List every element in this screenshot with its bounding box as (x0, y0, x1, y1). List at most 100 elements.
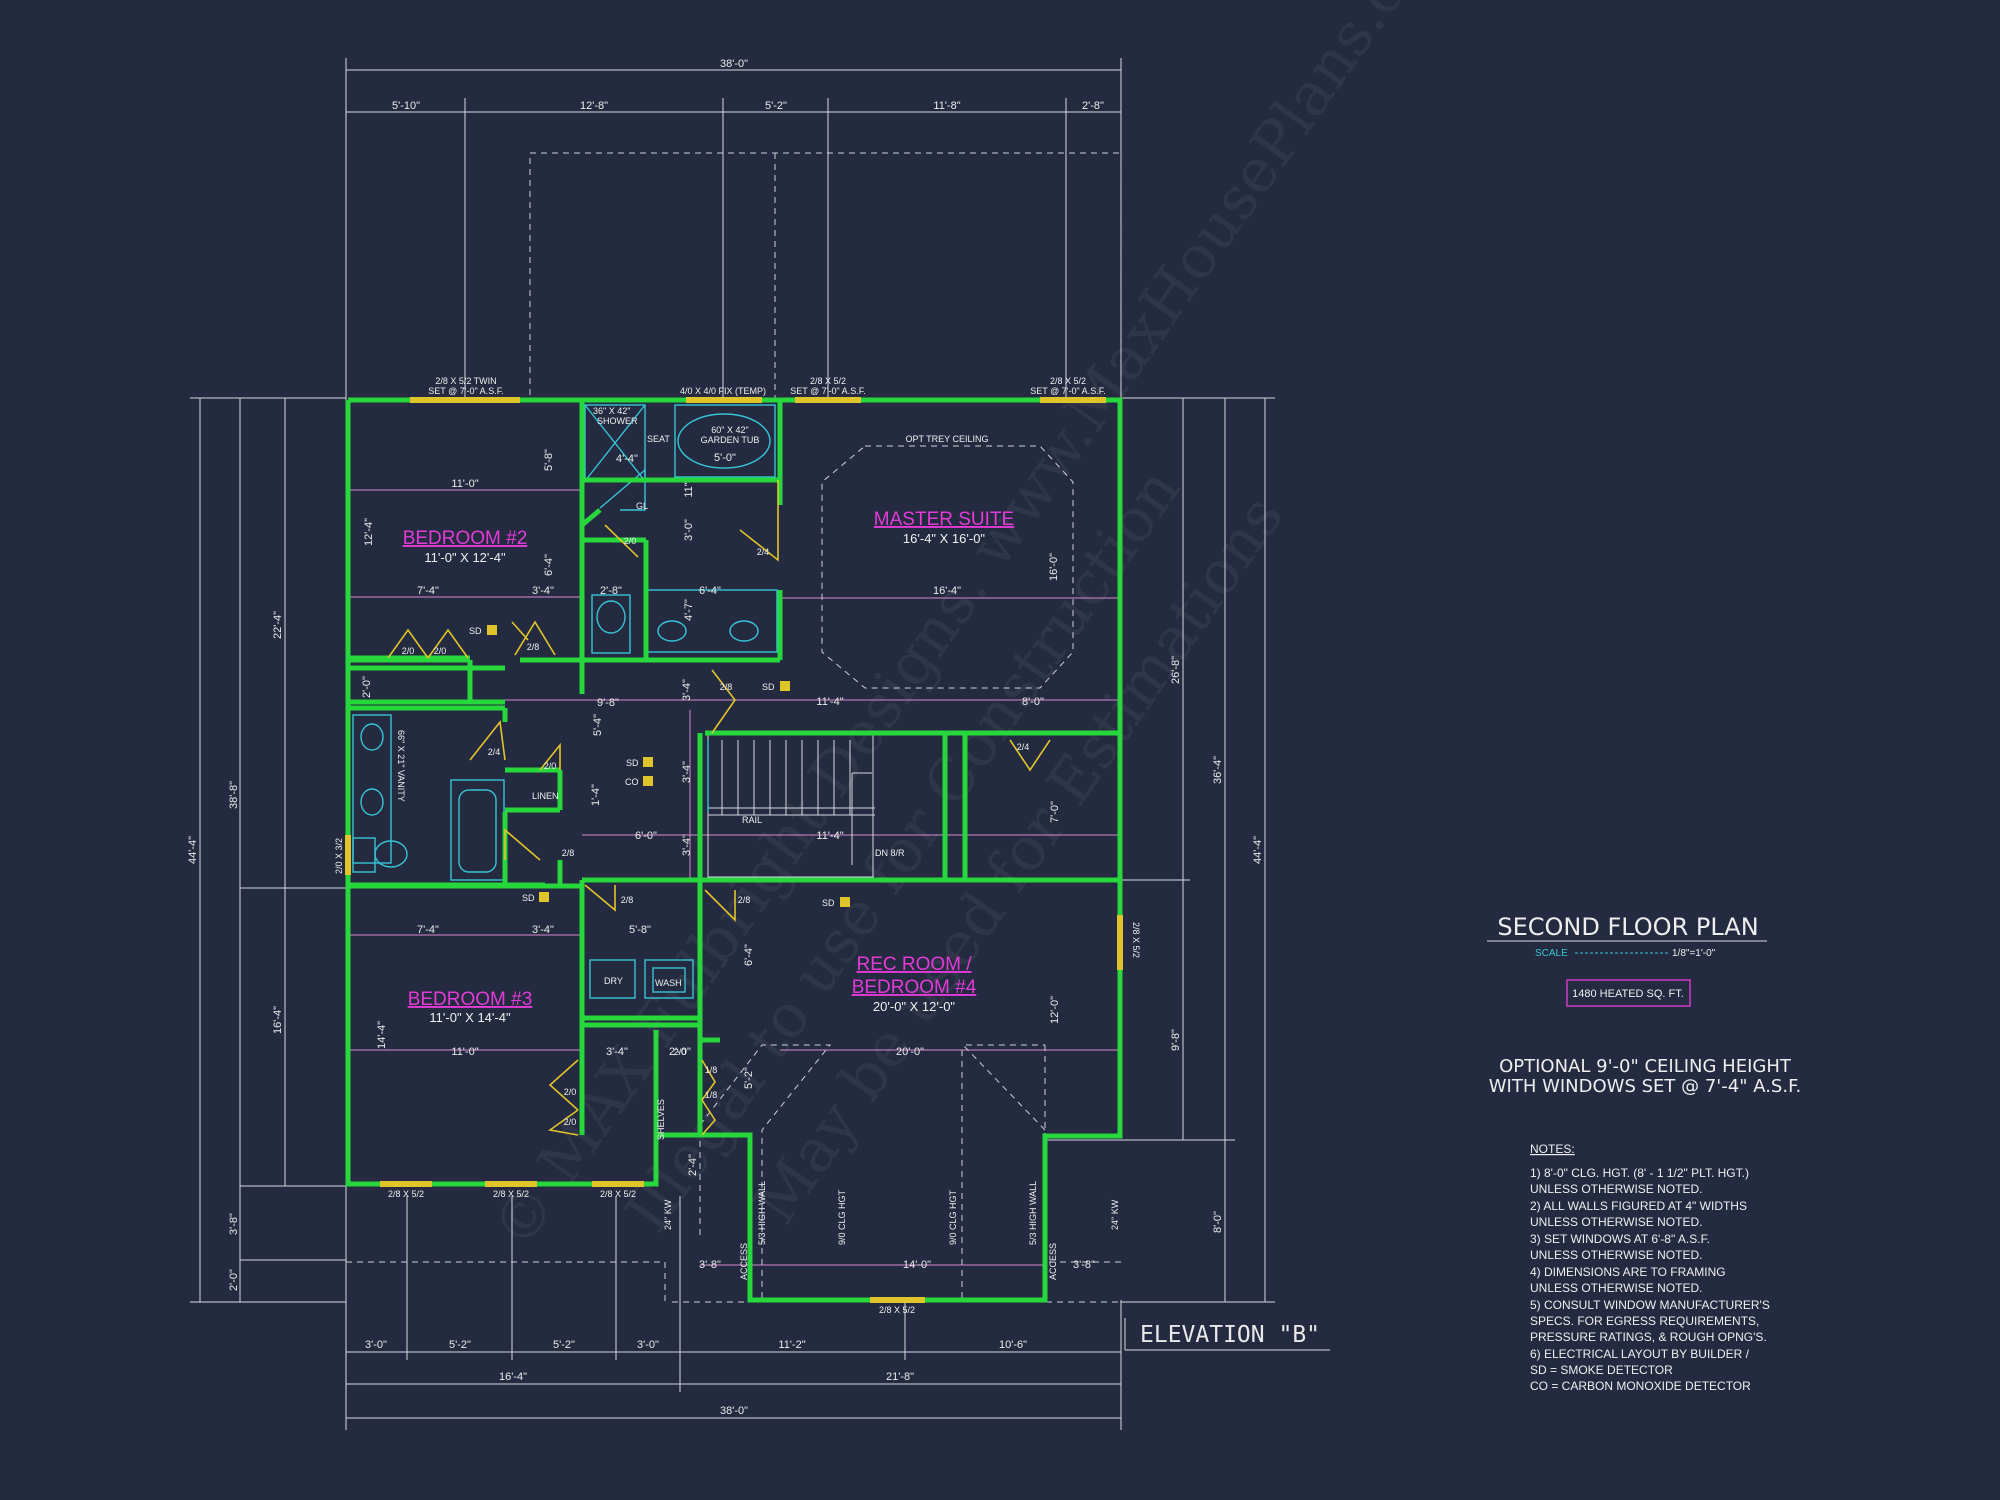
sd-label-1: SD (469, 626, 482, 636)
elevation-text: ELEVATION "B" (1140, 1322, 1320, 1348)
elevation-label: ELEVATION "B" (1124, 1318, 1330, 1351)
door-labels: 2/0 2/0 2/8 2/0 2/4 2/4 2/8 2/4 2/0 2/8 … (402, 536, 1030, 1127)
dim-bottom-a-1: 3'-0" (365, 1339, 387, 1351)
dim-l-d: 5'-2" (743, 1067, 755, 1089)
vanity-label: 66" X 21" VANITY (396, 730, 406, 802)
co-label: CO (625, 777, 639, 787)
rail-label: RAIL (742, 815, 762, 825)
clg-hgt-label-right: 9/0 CLG HGT (948, 1189, 958, 1245)
note-line-2: UNLESS OTHERWISE NOTED. (1530, 1182, 1702, 1196)
fixture-labels: 36" X 42" SHOWER SEAT 60" X 42" GARDEN T… (396, 406, 1120, 1280)
dryer-label: DRY (604, 976, 623, 986)
window-top-4-line2: SET @ 7'-0" A.S.F. (1030, 386, 1105, 396)
sd-label-3: SD (626, 758, 639, 768)
dim-b2-c: 5'-8" (543, 449, 555, 471)
area-box (1566, 979, 1691, 1007)
dim-rec-d: 14'-0" (903, 1259, 931, 1271)
plumbing-fixtures (352, 404, 778, 999)
window-right: 2/8 X 5/2 (1131, 922, 1141, 958)
title-block: SECOND FLOOR PLAN SCALE 1/8"=1'-0" 1480 … (1487, 913, 1801, 1097)
dim-bath-c: 2'-8" (600, 585, 622, 597)
window-top-2-line1: 4/0 X 4/0 FIX (TEMP) (680, 386, 766, 396)
left-dimensions: 44'-4" 38'-8" 22'-4" 16'-4" 3'-8" 2'-0" (187, 397, 346, 1303)
dim-ms-h: 16'-0" (1048, 553, 1060, 581)
window-top-4-line1: 2/8 X 5/2 (1050, 376, 1086, 386)
high-wall-label-right: 5/3 HIGH WALL (1028, 1181, 1038, 1245)
interior-dimensions: 11'-0" 12'-4" 7'-4" 3'-4" 5'-8" 6'-4" 4'… (361, 449, 1095, 1271)
dim-right-inner-3: 8'-0" (1212, 1211, 1224, 1233)
door-label-10: 2/8 (562, 848, 575, 858)
dim-left-outer: 44'-4" (187, 836, 199, 864)
note-line-6: UNLESS OTHERWISE NOTED. (1530, 1248, 1702, 1262)
dim-left-inner-2: 16'-4" (272, 1006, 284, 1034)
bedroom2-name: BEDROOM #2 (403, 528, 528, 549)
interior-dimension-lines (350, 489, 1118, 1266)
tub-label: GARDEN TUB (701, 435, 760, 445)
door-label-16: 1/8 (705, 1090, 718, 1100)
window-top-3-line2: SET @ 7'-0" A.S.F. (790, 386, 865, 396)
note-line-4: UNLESS OTHERWISE NOTED. (1530, 1215, 1702, 1229)
door-label-9: 2/0 (544, 761, 557, 771)
dim-b3-b: 3'-4" (532, 924, 554, 936)
notes-heading: NOTES: (1530, 1142, 1575, 1156)
top-dimensions: 38'-0" 5'-10" 12'-8" 5'-2" 11'-8" 2'-8" (345, 58, 1122, 400)
notes-block: NOTES: 1) 8'-0" CLG. HGT. (8' - 1 1/2" P… (1530, 1142, 1770, 1393)
dim-hall-c: 3'-4" (681, 679, 693, 701)
bedroom2-size: 11'-0" X 12'-4" (424, 550, 506, 565)
dim-hall-b: 5'-4" (592, 714, 604, 736)
dim-left-mid: 38'-8" (228, 781, 240, 809)
dim-left-inner-3: 3'-8" (228, 1213, 240, 1235)
tub-dim: 5'-0" (714, 452, 736, 464)
bedroom3-size: 11'-0" X 14'-4" (429, 1010, 511, 1025)
dim-b3-h: 14'-4" (376, 1021, 388, 1049)
dim-ms-w: 16'-4" (933, 585, 961, 597)
dim-bath-e: 4'-7" (683, 599, 695, 621)
dim-bath-f: 11" (683, 482, 695, 497)
window-callouts: 2/8 X 5/2 TWIN SET @ 7'-0" A.S.F. 4/0 X … (334, 376, 1141, 1315)
dim-wic: 7'-0" (1049, 801, 1061, 823)
door-label-14: 2/0 (564, 1117, 577, 1127)
dim-b3-w: 11'-0" (451, 1046, 478, 1058)
dim-rec-e: 3'-8" (699, 1259, 721, 1271)
dim-l-e: 2'-4" (687, 1154, 699, 1176)
dim-rec-b: 12'-0" (1049, 996, 1061, 1024)
dim-rec-f: 3'-8" (1073, 1259, 1095, 1271)
bedroom3-name: BEDROOM #3 (408, 989, 533, 1010)
door-label-15: 1/8 (705, 1065, 718, 1075)
dim-l-a: 5'-8" (629, 924, 651, 936)
note-line-8: UNLESS OTHERWISE NOTED. (1530, 1281, 1702, 1295)
dim-hall-h: 6'-0" (635, 830, 657, 842)
shower-size: 36" X 42" (593, 406, 630, 416)
note-line-14: CO = CARBON MONOXIDE DETECTOR (1530, 1379, 1751, 1393)
note-line-1: 1) 8'-0" CLG. HGT. (8' - 1 1/2" PLT. HGT… (1530, 1166, 1749, 1180)
note-line-7: 4) DIMENSIONS ARE TO FRAMING (1530, 1265, 1726, 1279)
rec-room-name-line2: BEDROOM #4 (852, 977, 977, 998)
dim-hall-g: 1'-4" (590, 784, 602, 806)
tub-size: 60" X 42" (711, 425, 748, 435)
dim-rec-a: 6'-4" (743, 944, 755, 966)
optional-line1: OPTIONAL 9'-0" CEILING HEIGHT (1499, 1056, 1792, 1077)
door-swings (387, 480, 1051, 1136)
master-suite-size: 16'-4" X 16'-0" (903, 531, 986, 546)
note-line-9: 5) CONSULT WINDOW MANUFACTURER'S (1530, 1298, 1770, 1312)
door-label-13: 2/0 (564, 1087, 577, 1097)
down-label: DN 8/R (875, 848, 905, 858)
dim-bath-b: 3'-0" (683, 519, 695, 541)
dim-right-inner-1: 26'-8" (1170, 656, 1182, 684)
dim-hall-j: 11'-4" (816, 830, 843, 842)
dim-right-mid: 36'-4" (1212, 756, 1224, 784)
seat-label: SEAT (647, 434, 670, 444)
access-label-right: ACCESS (1048, 1243, 1058, 1280)
door-label-8: 2/4 (1017, 742, 1030, 752)
dim-hall-k: 2'-0" (361, 676, 373, 698)
optional-line2: WITH WINDOWS SET @ 7'-4" A.S.F. (1489, 1076, 1802, 1097)
window-bottom-2: 2/8 X 5/2 (493, 1189, 529, 1199)
note-line-3: 2) ALL WALLS FIGURED AT 4" WIDTHS (1530, 1199, 1747, 1213)
dim-b3-a: 7'-4" (417, 924, 439, 936)
dim-bottom-a-6: 10'-6" (999, 1339, 1027, 1351)
kneewall-label-left: 24" KW (663, 1199, 673, 1230)
dim-rec-c: 20'-0" (896, 1046, 924, 1058)
master-suite-name: MASTER SUITE (874, 509, 1014, 530)
window-bottom-3: 2/8 X 5/2 (600, 1189, 636, 1199)
